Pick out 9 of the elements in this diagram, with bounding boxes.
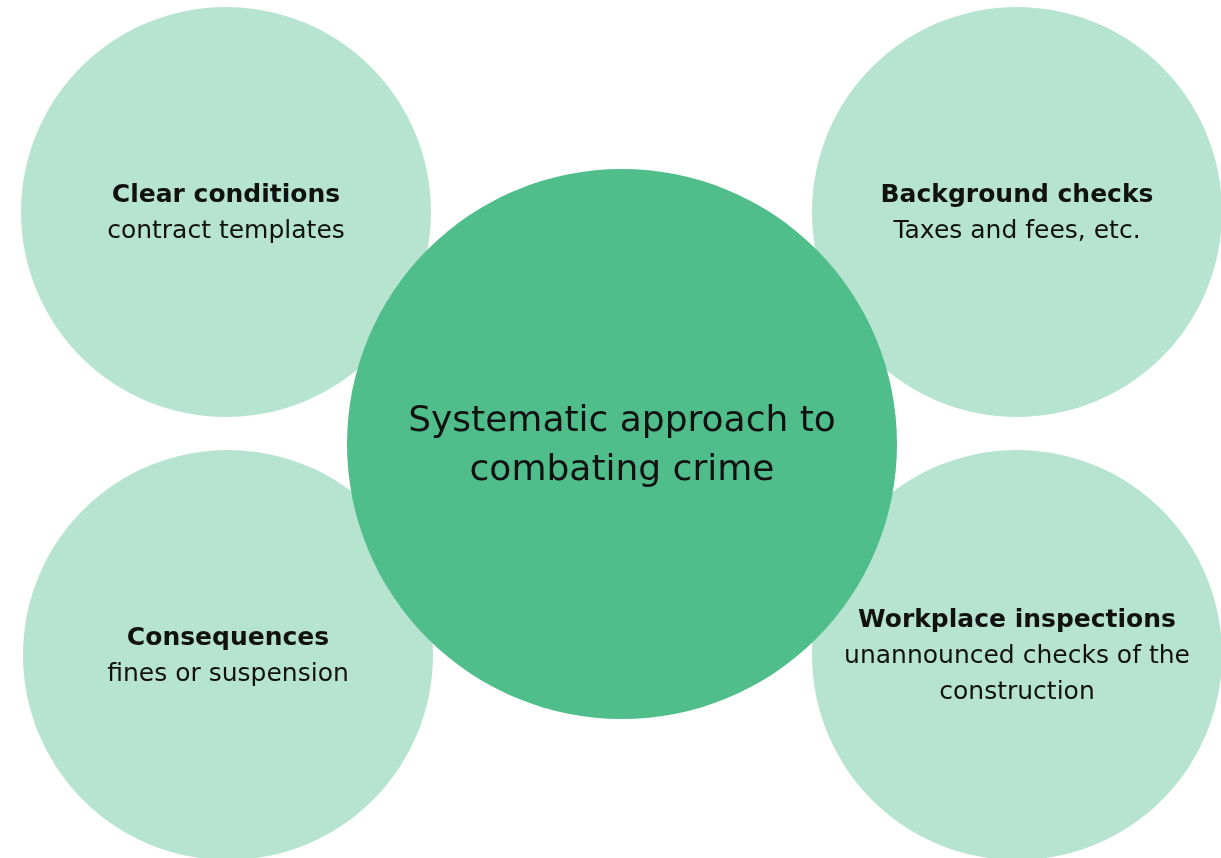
- center-label: Systematic approach to combating crime: [407, 397, 837, 490]
- circle-description: unannounced checks of the construction: [843, 638, 1191, 708]
- circle-description: fines or suspension: [107, 657, 349, 689]
- circle-description: Taxes and fees, etc.: [893, 214, 1141, 246]
- circle-description: contract templates: [107, 214, 345, 246]
- circle-heading: Workplace inspections: [858, 602, 1176, 635]
- circle-heading: Background checks: [880, 177, 1154, 210]
- circle-heading: Consequences: [126, 620, 330, 653]
- circle-heading: Clear conditions: [111, 177, 341, 210]
